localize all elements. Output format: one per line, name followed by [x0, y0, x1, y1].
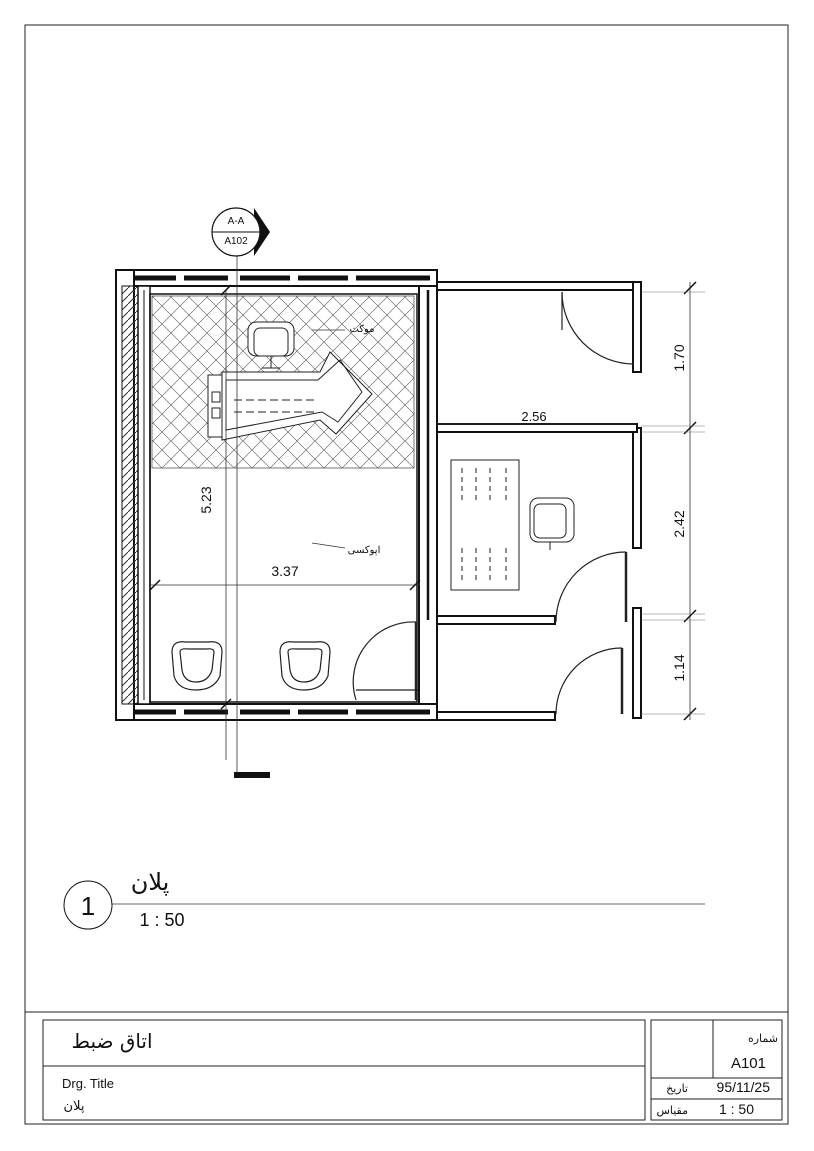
section-marker-sheet: A102: [224, 236, 248, 247]
armchair-right: [279, 641, 331, 691]
scale-value: 1 : 50: [719, 1101, 754, 1117]
sheet-border: [24, 24, 789, 1125]
title-block: [25, 1011, 788, 1121]
door-bottom-right: [555, 647, 623, 715]
control-desk: [207, 351, 373, 441]
label-epoxy: اپوکسی: [348, 545, 381, 556]
dim-room-height: 5.23: [198, 486, 214, 513]
section-end-mark: [234, 772, 270, 778]
office-chair-top: [247, 321, 295, 369]
sheet-number-label: شماره: [748, 1032, 778, 1045]
view-scale: 1 : 50: [139, 910, 184, 930]
view-title: پلان: [131, 868, 170, 896]
drawing-main-title: اتاق ضبط: [71, 1029, 152, 1053]
wall-left-hatch: [121, 285, 139, 705]
section-marker-name: A-A: [228, 216, 245, 227]
dim-right-bottom: 1.14: [671, 654, 687, 681]
dim-right-top: 1.70: [671, 344, 687, 371]
date-value: 95/11/25: [717, 1079, 771, 1095]
office-table: [450, 459, 520, 591]
door-top-right: [561, 291, 635, 365]
drg-title-label: Drg. Title: [62, 1076, 114, 1091]
date-label: تاریخ: [666, 1082, 688, 1095]
door-mid-right: [555, 551, 627, 623]
right-rooms-walls: [436, 281, 642, 721]
drg-title-value: پلان: [64, 1099, 85, 1114]
floor-plan: [115, 207, 705, 778]
armchair-left: [171, 641, 223, 691]
door-main: [352, 621, 418, 701]
dim-room-width: 3.37: [271, 563, 298, 579]
office-chair-right: [529, 497, 575, 550]
label-carpet: موکت: [349, 324, 374, 335]
view-number: 1: [81, 891, 95, 921]
dim-right-mid: 2.42: [671, 510, 687, 537]
dim-office-width: 2.56: [521, 409, 546, 424]
sheet-number-value: A101: [731, 1055, 766, 1072]
scale-label: مقیاس: [656, 1104, 688, 1117]
view-number-circle: [63, 880, 113, 930]
